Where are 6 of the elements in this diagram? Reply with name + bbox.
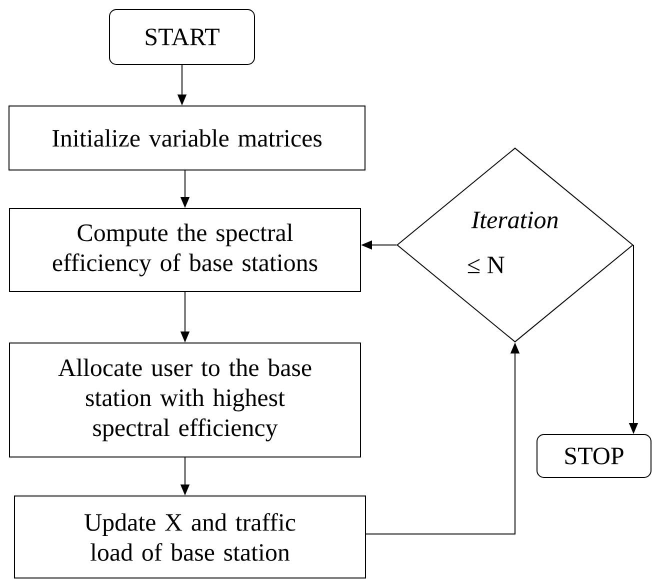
process-box: Compute the spectral efficiency of base stations <box>9 208 361 292</box>
process-box: Initialize variable matrices <box>8 106 366 170</box>
terminal-box: START <box>109 9 255 65</box>
terminal-box: STOP <box>536 434 652 478</box>
process-box: Allocate user to the base station with highest spectral efficiency <box>9 342 361 458</box>
process-box: Update X and traffic load of base station <box>14 496 366 578</box>
